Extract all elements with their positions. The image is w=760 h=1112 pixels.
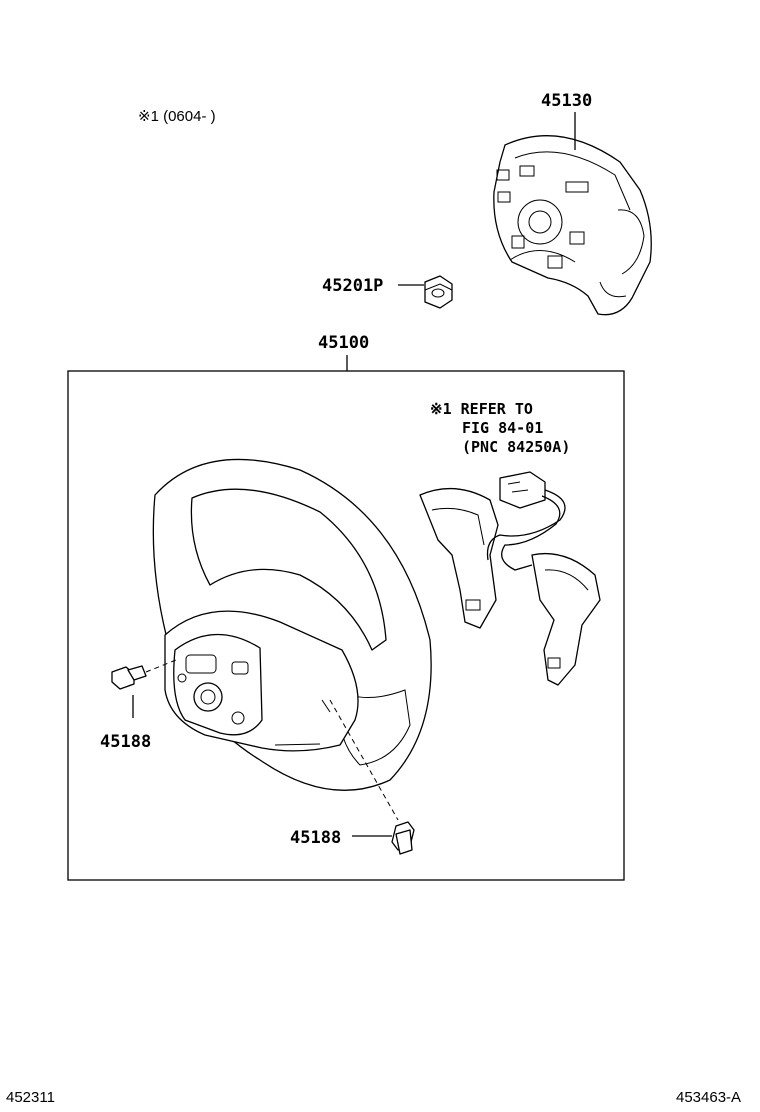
part-label-45130: 45130 xyxy=(541,91,592,111)
part-label-45201P: 45201P xyxy=(322,276,383,296)
leader-bolt-bottom-axis xyxy=(329,699,399,821)
part-label-45100: 45100 xyxy=(318,333,369,353)
bolt-left xyxy=(111,665,147,690)
footer-left-code: 452311 xyxy=(6,1089,55,1106)
steering-wheel xyxy=(152,458,432,791)
assembly-frame xyxy=(67,370,625,881)
part-label-45188-bottom: 45188 xyxy=(290,828,341,848)
reference-note-line1: ※1 REFER TO xyxy=(430,400,533,418)
nut xyxy=(424,275,453,309)
bolt-bottom xyxy=(391,821,415,855)
footer-right-code: 453463-A xyxy=(676,1089,741,1106)
reference-note-line3: (PNC 84250A) xyxy=(462,438,570,456)
steering-switch-assembly xyxy=(419,471,601,686)
airbag-horn-pad xyxy=(493,135,652,316)
range-note: ※1 (0604- ) xyxy=(138,108,216,125)
reference-note-line2: FIG 84-01 xyxy=(462,419,543,437)
part-label-45188-left: 45188 xyxy=(100,732,151,752)
